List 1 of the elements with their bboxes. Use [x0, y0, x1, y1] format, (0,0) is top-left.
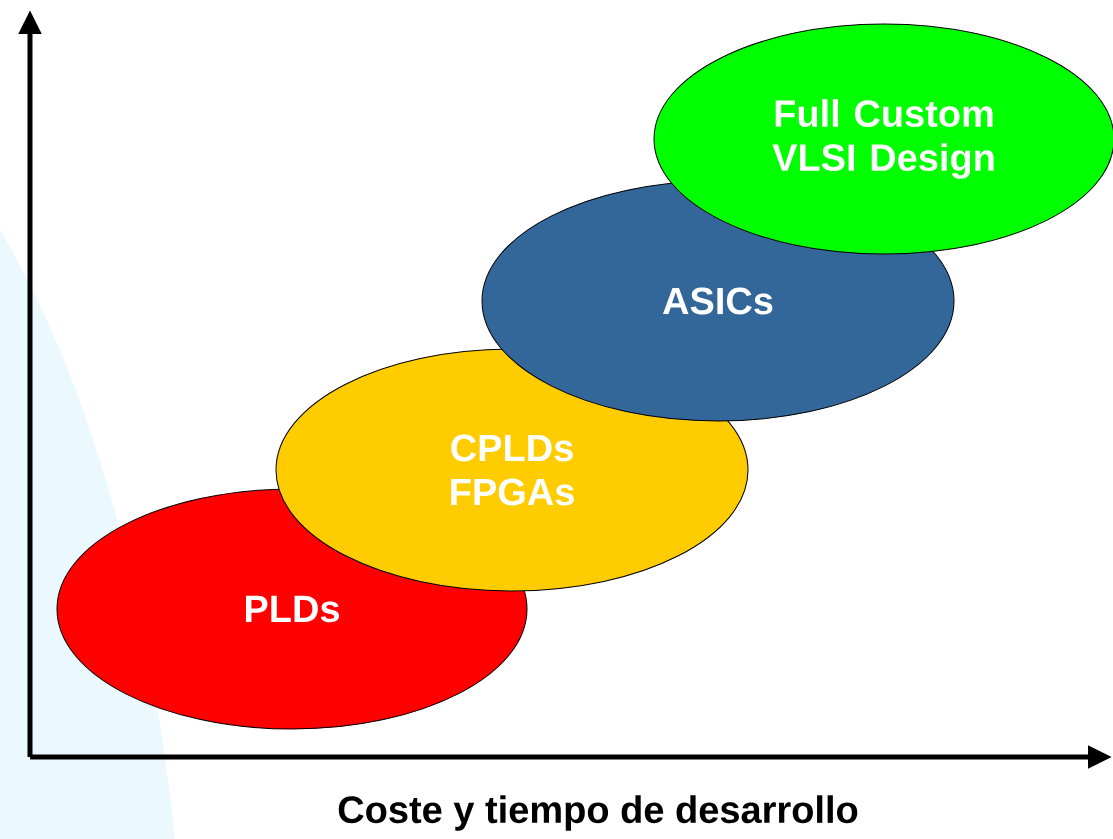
axis-label: Coste y tiempo de desarrollo	[338, 795, 858, 831]
